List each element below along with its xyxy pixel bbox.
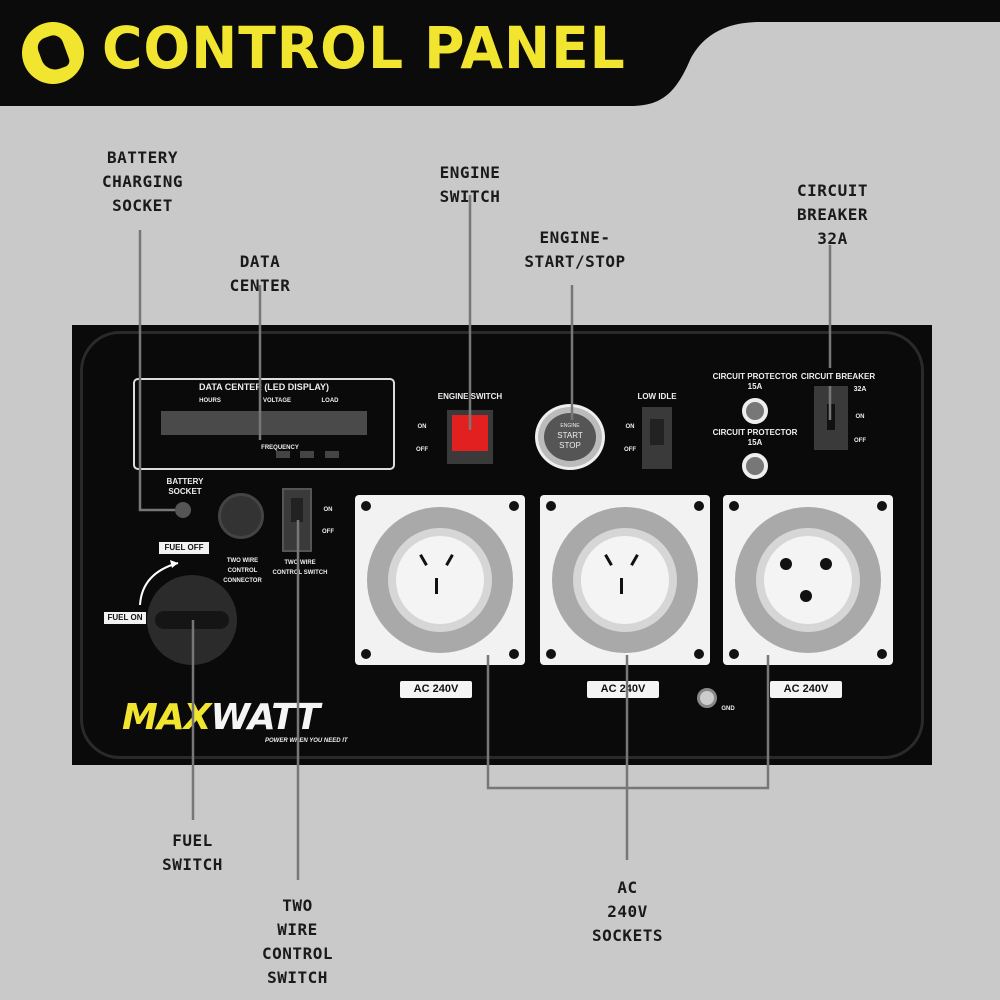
off-label: OFF <box>624 447 636 453</box>
two-wire-switch-label: TWO WIRE CONTROL SWITCH <box>272 560 328 576</box>
circuit-protector-button[interactable] <box>742 398 768 424</box>
voltage-label: VOLTAGE <box>262 398 292 404</box>
load-label: LOAD <box>321 398 339 404</box>
on-label: ON <box>417 424 427 430</box>
engine-start-stop-button[interactable]: ENGINE START STOP <box>535 404 605 470</box>
callout-data-center: DATA CENTER <box>229 252 291 295</box>
brand-logo-icon <box>22 22 84 84</box>
battery-socket-label: BATTERY SOCKET <box>166 477 204 496</box>
low-idle-switch[interactable] <box>642 407 672 469</box>
circuit-breaker-switch[interactable] <box>814 386 848 450</box>
callout-fuel-switch: FUEL SWITCH <box>162 831 223 874</box>
ac-socket-1[interactable] <box>355 495 525 665</box>
header-banner <box>0 0 1000 106</box>
indicator-led <box>325 451 339 458</box>
on-label: ON <box>323 507 333 513</box>
off-label: OFF <box>854 438 866 444</box>
circuit-breaker-rating: 32A <box>853 386 867 393</box>
data-center-display <box>133 378 395 470</box>
callout-ac-sockets: AC 240V SOCKETS <box>592 878 663 945</box>
fuel-off-label: FUEL OFF <box>159 542 209 554</box>
off-label: OFF <box>322 529 334 535</box>
page-title: CONTROL PANEL <box>102 14 626 82</box>
ac-socket-2[interactable] <box>540 495 710 665</box>
frequency-label: FREQUENCY <box>261 445 299 451</box>
ac-label: AC 240V <box>400 681 472 698</box>
hours-label: HOURS <box>199 398 221 404</box>
on-label: ON <box>855 414 865 420</box>
callout-circuit-breaker: CIRCUIT BREAKER 32A <box>797 181 868 248</box>
ground-terminal[interactable] <box>697 688 717 708</box>
circuit-breaker-label: CIRCUIT BREAKER <box>800 372 876 381</box>
circuit-protector-button[interactable] <box>742 453 768 479</box>
indicator-led <box>276 451 290 458</box>
engine-label: ENGINE <box>560 423 580 429</box>
ac-socket-3[interactable] <box>723 495 893 665</box>
maxwatt-logo: MAXWATT <box>122 697 320 738</box>
low-idle-label: LOW IDLE <box>637 392 677 401</box>
fuel-switch-knob[interactable] <box>147 575 237 665</box>
stop-label: STOP <box>559 441 581 450</box>
on-label: ON <box>625 424 635 430</box>
off-label: OFF <box>416 447 428 453</box>
indicator-led <box>300 451 314 458</box>
callout-engine-switch: ENGINE SWITCH <box>439 163 501 206</box>
callout-battery-socket: BATTERY CHARGING SOCKET <box>101 148 184 215</box>
two-wire-control-switch[interactable] <box>282 488 312 552</box>
data-center-title: DATA CENTER (LED DISPLAY) <box>198 382 329 392</box>
ac-label: AC 240V <box>587 681 659 698</box>
two-wire-connector-label: TWO WIRE CONTROL CONNECTOR <box>223 558 262 584</box>
engine-switch-label: ENGINE SWITCH <box>437 392 503 401</box>
engine-switch[interactable] <box>447 410 493 464</box>
ac-label: AC 240V <box>770 681 842 698</box>
battery-socket[interactable] <box>175 502 191 518</box>
led-screen <box>161 411 367 435</box>
gnd-label: GND <box>721 706 735 712</box>
start-label: START <box>557 431 583 440</box>
two-wire-connector[interactable] <box>218 493 264 539</box>
callout-two-wire-switch: TWO WIRE CONTROL SWITCH <box>262 896 333 987</box>
rotate-arrow-icon <box>139 560 179 606</box>
callout-engine-start-stop: ENGINE- START/STOP <box>524 228 626 271</box>
tagline: POWER WHEN YOU NEED IT <box>265 738 348 744</box>
fuel-on-label: FUEL ON <box>104 612 146 624</box>
